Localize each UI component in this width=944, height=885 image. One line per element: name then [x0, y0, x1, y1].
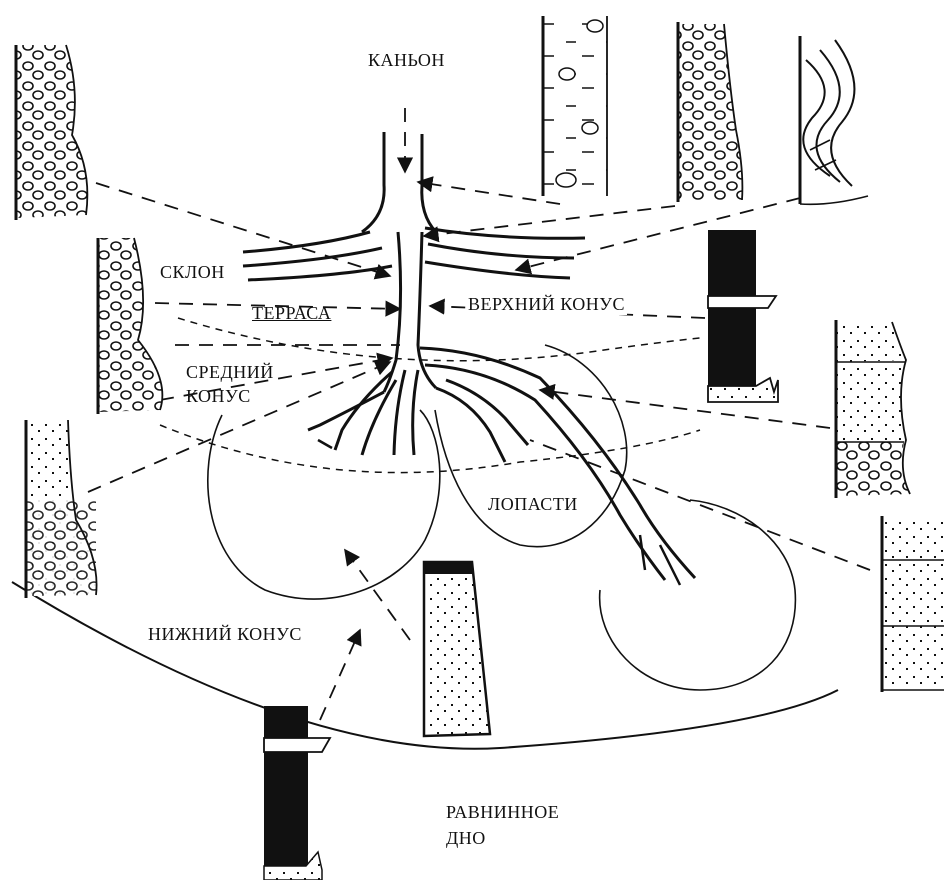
- section-column-canyon-1: [543, 16, 607, 196]
- lobe-left: [208, 410, 440, 599]
- middle-fan-boundary: [160, 425, 700, 473]
- canyon-wall-left: [362, 132, 384, 232]
- slope-gully: [425, 262, 570, 278]
- connector-lobes: [530, 440, 870, 570]
- section-column-canyon-2: [678, 22, 742, 202]
- distributary-channel: [640, 535, 680, 585]
- section-column-slope-left: [16, 45, 87, 220]
- connector-lower-fan: [320, 630, 360, 720]
- connector-canyon: [418, 182, 560, 204]
- distributary-channel: [318, 440, 332, 448]
- feeder-channel: [384, 232, 401, 392]
- section-column-middle-fan: [26, 420, 97, 598]
- canyon-label: КАНЬОН: [368, 50, 445, 71]
- distributary-channel: [362, 380, 396, 455]
- slope-label: СКЛОН: [160, 262, 225, 283]
- upper-fan-label: ВЕРХНИЙ КОНУС: [466, 294, 627, 315]
- section-column-slump: [800, 36, 868, 204]
- upper-fan-boundary: [178, 318, 700, 361]
- lobes-label: ЛОПАСТИ: [488, 494, 578, 515]
- slope-gully: [428, 244, 574, 258]
- middle-fan-label-line1: СРЕДНИЙ: [186, 362, 274, 383]
- distributary-channel: [413, 370, 418, 455]
- section-column-basin-plain: [264, 706, 330, 880]
- connector-slope-right: [516, 198, 800, 270]
- section-column-upper-fan: [708, 230, 778, 402]
- distributary-channel: [436, 388, 505, 462]
- basin-plain-label-line2: ДНО: [446, 828, 486, 849]
- distributary-channel: [335, 372, 392, 450]
- basin-plain-label-line1: РАВНИННОЕ: [446, 802, 559, 823]
- section-column-lobe-sand: [424, 562, 490, 736]
- distributary-channel: [425, 365, 665, 580]
- slope-gully: [248, 266, 392, 280]
- connector-channel: [540, 390, 830, 428]
- connector-lobe-section: [345, 550, 410, 640]
- lower-fan-label: НИЖНИЙ КОНУС: [148, 624, 302, 645]
- section-column-slope-upper: [98, 238, 162, 414]
- terrace-label: ТЕРРАСА: [252, 303, 331, 324]
- section-column-lobes: [882, 516, 944, 692]
- section-column-channel: [836, 320, 910, 498]
- middle-fan-label-line2: КОНУС: [186, 386, 251, 407]
